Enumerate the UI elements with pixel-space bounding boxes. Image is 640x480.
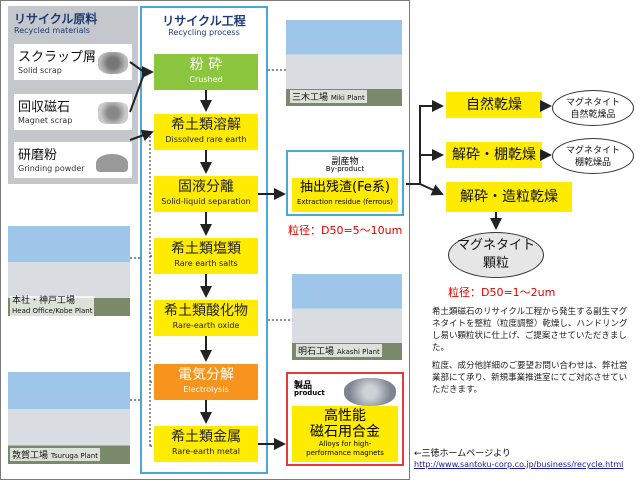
alloy-pile-icon [344, 378, 396, 406]
material-magnet-scrap: 回収磁石 Magnet scrap [14, 94, 132, 130]
materials-title: リサイクル原料 [14, 12, 98, 26]
miki-plant-caption: 三木工場 Miki Plant [290, 90, 367, 103]
product-name-en: Alloys for high- performance magnets [306, 440, 384, 457]
step-salts: 希土類塩類 Rare earth salts [154, 238, 258, 274]
powder-pile-icon [96, 154, 128, 172]
material-solid-scrap: スクラップ屑 Solid scrap [14, 44, 132, 80]
arrow-to-granulation [419, 183, 444, 196]
drying-natural: 自然乾燥 [446, 92, 542, 118]
byproduct-name-box: 抽出残渣(Fe系) Extraction residue (ferrous) [292, 178, 398, 212]
byproduct-label: 副産物 [331, 157, 359, 167]
note-para2: 粒度、成分他詳細のご要望お問い合わせは、弊社営業部にて承り、新規事業推進室にてご… [432, 361, 628, 395]
scrap-pile-icon [98, 52, 128, 74]
note-para1: 希土類磁石のリサイクル工程から発生する副生マグネタイトを整粒（粒度調整）乾燥し、… [432, 307, 628, 353]
akashi-plant-photo: 明石工場 Akashi Plant [292, 274, 402, 360]
product-box: 製品 product 高性能 磁石用合金 Alloys for high- pe… [286, 372, 404, 466]
byproduct-box: 副産物 By-product 抽出残渣(Fe系) Extraction resi… [286, 150, 404, 216]
step-metal: 希土類金属 Rare-earth metal [154, 426, 258, 462]
step-oxide: 希土類酸化物 Rare-earth oxide [154, 300, 258, 336]
granule-bubble: マグネタイト 顆粒 [448, 232, 544, 278]
product-label-en: product [294, 389, 325, 397]
process-title: リサイクル工程 [162, 14, 246, 28]
magnet-pile-icon [98, 102, 128, 124]
drying-granulation: 解砕・造粒乾燥 [446, 182, 572, 212]
tsuruga-plant-photo: 敦賀工場 Tsuruga Plant [8, 372, 130, 464]
miki-plant-photo: 三木工場 Miki Plant [286, 20, 402, 106]
product-label: 製品 [294, 381, 313, 391]
result-shelf: マグネタイト 棚乾燥品 [552, 138, 634, 174]
step-dissolved: 希土類溶解 Dissolved rare earth [154, 114, 258, 150]
akashi-plant-caption: 明石工場 Akashi Plant [296, 344, 382, 357]
product-name-box: 高性能 磁石用合金 Alloys for high- performance m… [292, 406, 398, 462]
step-electrolysis: 電気分解 Electrolysis [154, 364, 258, 400]
process-subtitle: Recycling process [168, 28, 240, 37]
arrow-to-natural [406, 100, 444, 185]
byproduct-name-en: Extraction residue (ferrous) [296, 198, 394, 206]
material-grinding-powder: 研磨粉 Grinding powder [14, 142, 132, 178]
byproduct-name: 抽出残渣(Fe系) [300, 180, 390, 195]
byproduct-label-en: By-product [325, 165, 365, 173]
tsuruga-plant-caption: 敦賀工場 Tsuruga Plant [10, 448, 101, 461]
drying-shelf: 解砕・棚乾燥 [446, 142, 542, 168]
granule-size: 粒径：D50=1〜2um [448, 286, 556, 299]
product-name: 高性能 磁石用合金 [310, 408, 380, 440]
materials-subtitle: Recycled materials [14, 26, 90, 35]
result-natural: マグネタイト 自然乾燥品 [552, 90, 634, 126]
materials-panel: リサイクル原料 Recycled materials スクラップ屑 Solid … [8, 6, 138, 184]
source-label: ←三徳ホームページより [414, 449, 511, 459]
step-crushed: 粉 砕 Crushed [154, 54, 258, 90]
step-separation: 固液分離 Solid-liquid separation [154, 176, 258, 212]
byproduct-size: 粒径：D50=5〜10um [288, 224, 403, 237]
source-link[interactable]: http://www.santoku-corp.co.jp/business/r… [414, 460, 624, 469]
